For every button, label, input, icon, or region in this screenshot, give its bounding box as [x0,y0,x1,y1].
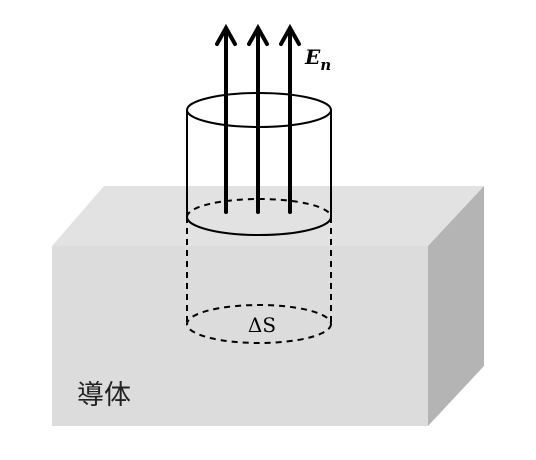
field-arrow-right [279,23,301,214]
field-label: En [304,45,331,74]
block-top-face [52,186,484,246]
field-label-sub: n [320,56,331,74]
field-arrows [215,23,301,214]
cylinder-surface-front-arc [186,216,332,236]
block-front-face [52,246,428,426]
field-arrow-center [247,23,269,214]
conductor-block [52,186,484,426]
cylinder-hidden-part [186,217,332,344]
conductor-label: 導体 [77,380,131,411]
field-arrow-left [215,23,237,214]
block-side-face [428,186,484,426]
area-label: ΔS [248,313,276,337]
cylinder-bottom-ellipse [186,304,332,344]
field-label-main: E [304,45,321,69]
